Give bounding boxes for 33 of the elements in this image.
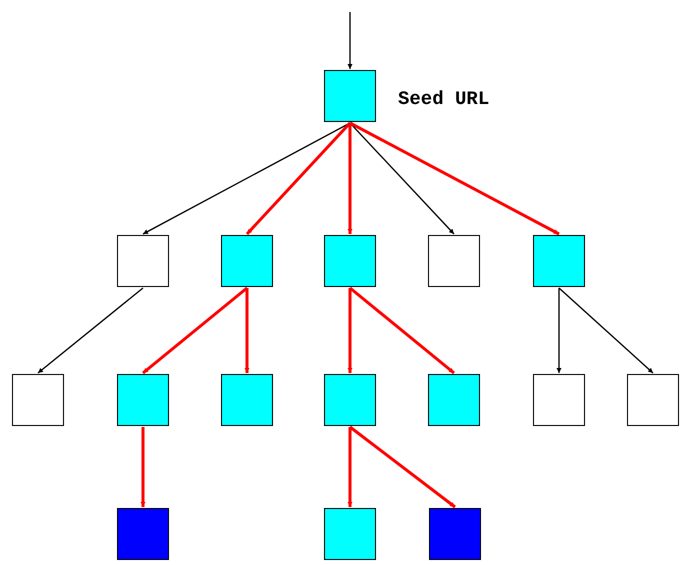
- page-box: [12, 374, 64, 426]
- page-box: [324, 235, 376, 287]
- arrow: [38, 288, 144, 374]
- arrow: [142, 286, 248, 374]
- page-box: [324, 70, 376, 122]
- page-box: [428, 374, 480, 426]
- arrow: [246, 122, 352, 236]
- node-caption: Seed URL: [398, 87, 490, 112]
- page-box: [117, 235, 169, 287]
- arrow: [349, 286, 455, 374]
- page-box: [117, 374, 169, 426]
- arrow: [348, 427, 352, 507]
- arrow: [140, 427, 146, 507]
- arrow: [244, 288, 250, 373]
- arrow: [142, 122, 350, 235]
- arrow: [558, 288, 654, 374]
- arrow: [348, 123, 352, 234]
- page-box: [533, 235, 585, 287]
- page-box: [117, 508, 169, 560]
- arrow: [350, 122, 454, 234]
- page-box: [429, 508, 481, 560]
- arrow: [349, 122, 560, 236]
- page-box: [324, 508, 376, 560]
- page-box: [627, 374, 679, 426]
- page-box: [324, 374, 376, 426]
- arrow: [348, 288, 352, 373]
- arrow: [348, 12, 352, 69]
- page-box: [221, 374, 273, 426]
- page-box: [533, 374, 585, 426]
- arrow: [556, 288, 562, 373]
- arrow: [349, 426, 456, 508]
- page-box: [221, 235, 273, 287]
- page-box: [428, 235, 480, 287]
